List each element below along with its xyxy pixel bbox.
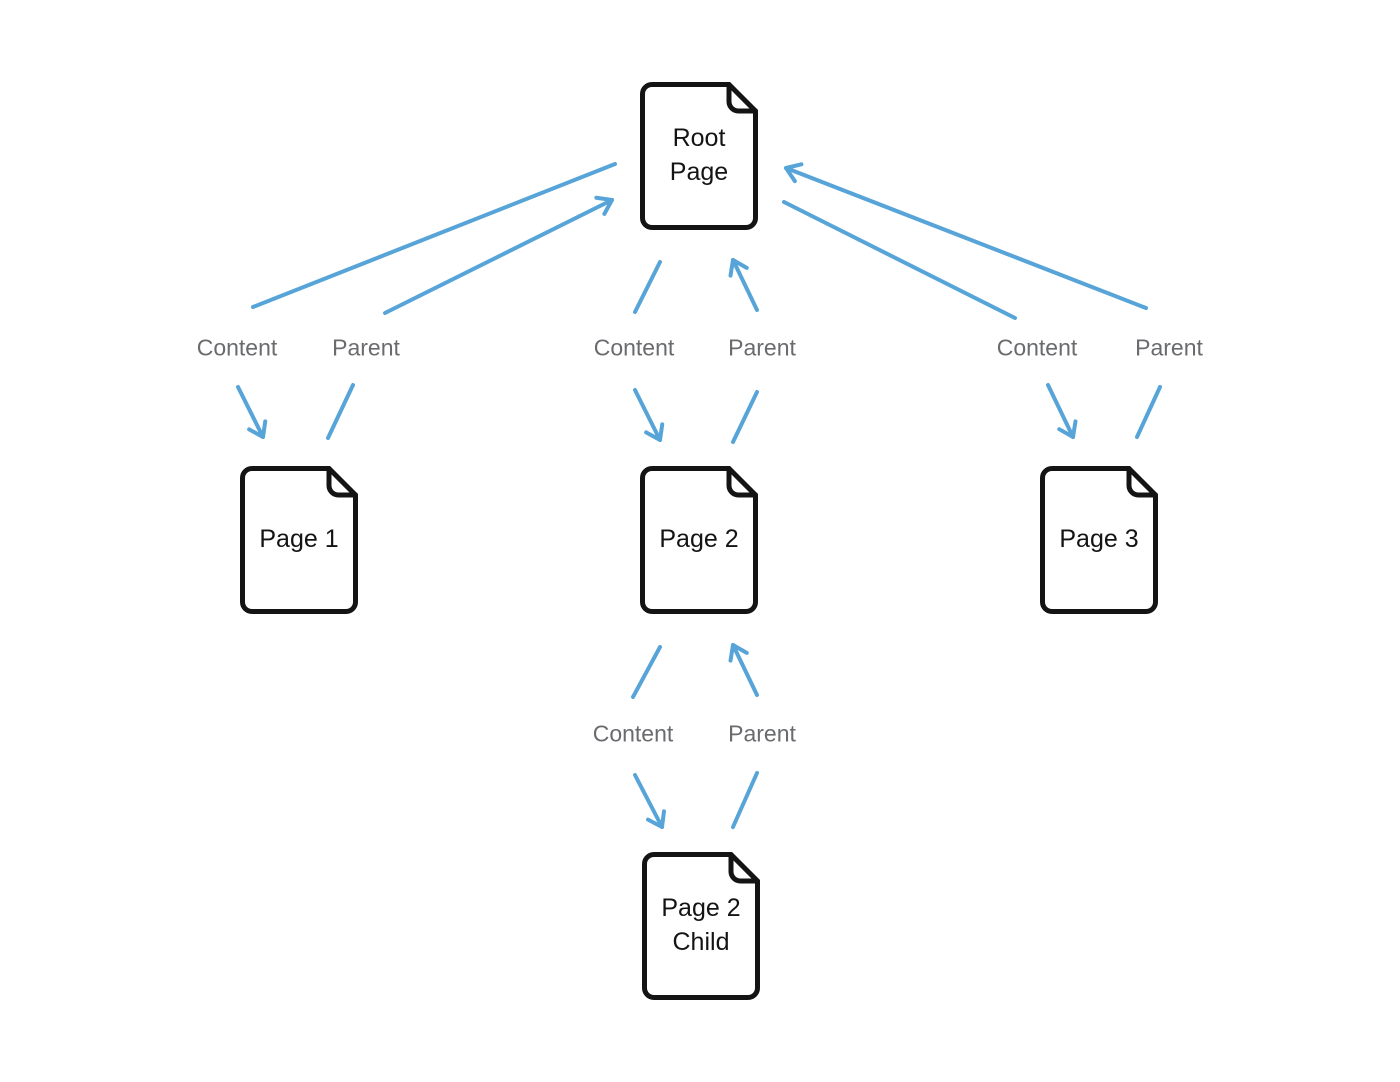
edge-page1-root-parent	[326, 195, 614, 440]
edge-segment-from-page2	[631, 645, 662, 699]
document-icon	[640, 466, 758, 614]
node-label: Page 1	[259, 525, 339, 554]
edge-segment-to-root	[728, 258, 759, 312]
edge-page2-root-parent	[728, 258, 759, 444]
edge-segment-from-page2	[731, 390, 759, 444]
edge-segment-to-child	[633, 773, 666, 829]
edge-segment-from-page1	[326, 383, 355, 440]
edge-segment-to-root	[383, 195, 614, 315]
edge-label-content: Content	[593, 334, 675, 361]
document-fold-corner-icon	[1126, 466, 1158, 498]
edge-label-parent: Parent	[728, 334, 796, 361]
edge-root-page2-content	[633, 260, 665, 442]
document-outline	[1040, 466, 1158, 614]
edge-segment-from-root	[251, 162, 617, 309]
node-root-page: Root Page	[640, 82, 758, 230]
document-outline	[640, 82, 758, 230]
edge-root-page3-content	[782, 200, 1078, 439]
document-icon	[642, 852, 760, 1000]
document-fold-corner-icon	[728, 852, 760, 884]
edge-child-page2-parent	[728, 643, 759, 829]
edge-segment-to-page3	[1046, 383, 1078, 439]
edge-segment-to-page2	[728, 643, 759, 697]
document-outline	[642, 852, 760, 1000]
document-icon	[240, 466, 358, 614]
edge-segment-to-page1	[236, 385, 268, 439]
node-page-3: Page 3	[1040, 466, 1158, 614]
edge-page3-root-parent	[784, 162, 1162, 439]
edge-label-parent: Parent	[728, 720, 796, 747]
document-fold-corner-icon	[726, 82, 758, 114]
edge-segment-from-page3	[1135, 385, 1162, 439]
node-label: Page 3	[1059, 525, 1139, 554]
edge-label-content: Content	[592, 720, 674, 747]
node-page-2: Page 2	[640, 466, 758, 614]
edge-segment-from-child	[731, 771, 759, 829]
edge-label-content: Content	[996, 334, 1078, 361]
document-fold-corner-icon	[326, 466, 358, 498]
document-icon	[640, 82, 758, 230]
node-page-2-child: Page 2 Child	[642, 852, 760, 1000]
edge-page2-child-content	[631, 645, 666, 829]
edge-segment-from-root	[633, 260, 662, 314]
edge-segment-to-page2	[633, 388, 665, 442]
edge-label-content: Content	[196, 334, 278, 361]
edge-label-parent: Parent	[332, 334, 400, 361]
node-label: Root Page	[669, 124, 729, 186]
edge-label-parent: Parent	[1135, 334, 1203, 361]
document-fold-corner-icon	[726, 466, 758, 498]
edge-root-page1-content	[236, 162, 617, 439]
document-outline	[240, 466, 358, 614]
node-label: Page 2 Child	[661, 894, 741, 956]
document-icon	[1040, 466, 1158, 614]
document-outline	[640, 466, 758, 614]
node-label: Page 2	[659, 525, 739, 554]
node-page-1: Page 1	[240, 466, 358, 614]
edge-segment-from-root	[782, 200, 1017, 320]
edge-segment-to-root	[784, 162, 1148, 310]
